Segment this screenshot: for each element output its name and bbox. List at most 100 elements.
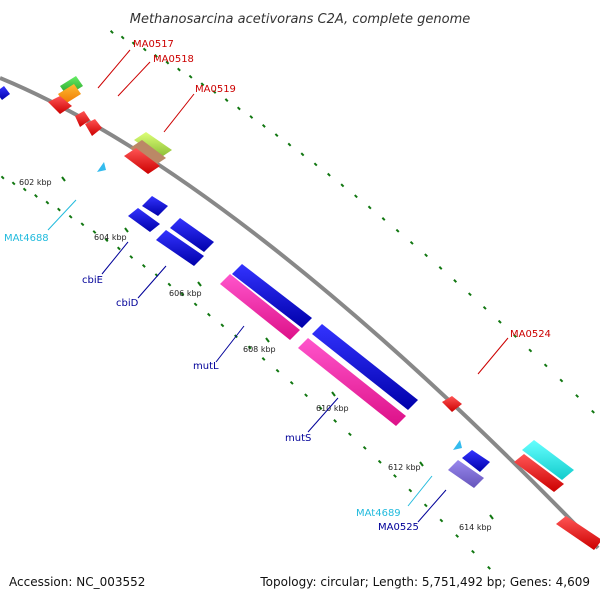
tick-label-608: 608 kbp (243, 345, 276, 354)
track-dot (207, 312, 211, 317)
gene-feature-ma0519[interactable] (134, 132, 172, 158)
track-dot (354, 194, 358, 199)
gene-feature-ma0525[interactable] (448, 460, 484, 488)
gene-feature-cbie[interactable] (128, 208, 160, 232)
gene-label-muts[interactable]: mutS (285, 433, 311, 444)
track-dot (340, 183, 345, 188)
gene-label-cbie[interactable]: cbiE (82, 275, 103, 286)
gene-feature-ma0524[interactable] (442, 396, 462, 412)
track-dot (395, 228, 400, 233)
gene-feature[interactable] (514, 454, 564, 492)
track-dot (393, 474, 397, 478)
track-dot (300, 152, 305, 157)
track-dot (304, 393, 308, 398)
track-dot (224, 98, 229, 102)
track-dot (180, 292, 185, 297)
track-dot (424, 253, 428, 258)
gene-feature[interactable] (124, 148, 160, 174)
track-dot (247, 345, 252, 350)
gene-label-cbid[interactable]: cbiD (116, 298, 139, 309)
track-dot (409, 240, 414, 245)
tick-label-612: 612 kbp (388, 463, 421, 472)
gene-feature[interactable] (0, 86, 10, 100)
track-dot (287, 142, 292, 147)
gene-feature[interactable] (85, 119, 102, 136)
gene-feature[interactable] (170, 218, 214, 252)
track-dot (367, 205, 372, 210)
genome-backbone (0, 76, 600, 550)
track-dot (120, 35, 125, 40)
track-dot (362, 445, 367, 450)
gene-feature[interactable] (130, 140, 166, 166)
gene-label-ma0517[interactable]: MA0517 (133, 39, 174, 50)
track-dot (249, 115, 254, 119)
gene-feature[interactable] (232, 264, 312, 328)
tick-label-604: 604 kbp (94, 233, 127, 242)
track-dot (528, 348, 533, 353)
track-dot (543, 363, 548, 368)
track-dot (482, 305, 487, 310)
gene-feature[interactable] (522, 440, 574, 480)
gene-feature[interactable] (556, 516, 600, 550)
track-dot (261, 357, 266, 361)
track-dot (142, 47, 147, 52)
track-dot (377, 459, 382, 464)
track-dot (347, 432, 352, 437)
track-dot (453, 279, 458, 283)
gene-feature-muts[interactable] (312, 324, 418, 410)
track-dot (131, 41, 136, 46)
gene-label-mat4688[interactable]: MAt4688 (4, 233, 49, 244)
track-dot (236, 106, 241, 111)
track-dot (327, 172, 331, 177)
gene-label-ma0525[interactable]: MA0525 (378, 522, 419, 533)
gene-label-mat4689[interactable]: MAt4689 (356, 508, 401, 519)
accession-text: Accession: NC_003552 (9, 575, 145, 589)
gene-feature-mat4688[interactable] (97, 162, 106, 172)
gene-feature-ma0518[interactable] (58, 84, 81, 104)
gene-feature-mutl[interactable] (220, 274, 300, 340)
track-dot (591, 409, 595, 414)
gene-feature-cbid[interactable] (156, 230, 204, 266)
gene-label-ma0524[interactable]: MA0524 (510, 329, 551, 340)
gene-feature[interactable] (298, 338, 406, 426)
track-dot (129, 255, 134, 259)
track-dot (467, 292, 472, 297)
track-dot (22, 187, 27, 192)
track-dot (104, 238, 109, 242)
gene-feature-mat4689[interactable] (453, 440, 462, 450)
gene-label-ma0519[interactable]: MA0519 (195, 84, 236, 95)
tick-label-602: 602 kbp (19, 178, 52, 187)
track-dot (497, 319, 502, 324)
track-dot (167, 282, 172, 287)
track-dot (455, 534, 460, 538)
track-dot (193, 302, 198, 307)
track-dot (0, 175, 5, 180)
track-dot (274, 133, 279, 138)
track-dot (487, 565, 491, 570)
track-dot (289, 380, 294, 385)
gene-label-ma0518[interactable]: MA0518 (153, 54, 194, 65)
label-leaders (47, 49, 509, 523)
gene-feature[interactable] (142, 196, 168, 216)
track-dot (575, 394, 580, 398)
track-dot (313, 162, 318, 167)
map-title: Methanosarcina acetivorans C2A, complete… (130, 12, 471, 27)
track-dot (200, 82, 205, 87)
gene-label-mutl[interactable]: mutL (193, 361, 219, 372)
track-dot (220, 323, 225, 328)
track-dot (68, 214, 73, 219)
track-dot (92, 230, 97, 234)
dotted-tracks (0, 30, 595, 570)
track-dot (513, 334, 517, 338)
track-dot (408, 488, 413, 493)
track-dot (559, 378, 564, 383)
gene-feature[interactable] (48, 96, 72, 114)
track-dot (109, 30, 114, 34)
gene-feature[interactable] (462, 450, 490, 472)
track-dot (318, 406, 323, 410)
gene-feature[interactable] (75, 111, 90, 127)
tick-label-610: 610 kbp (316, 404, 349, 413)
tick-label-606: 606 kbp (169, 289, 202, 298)
